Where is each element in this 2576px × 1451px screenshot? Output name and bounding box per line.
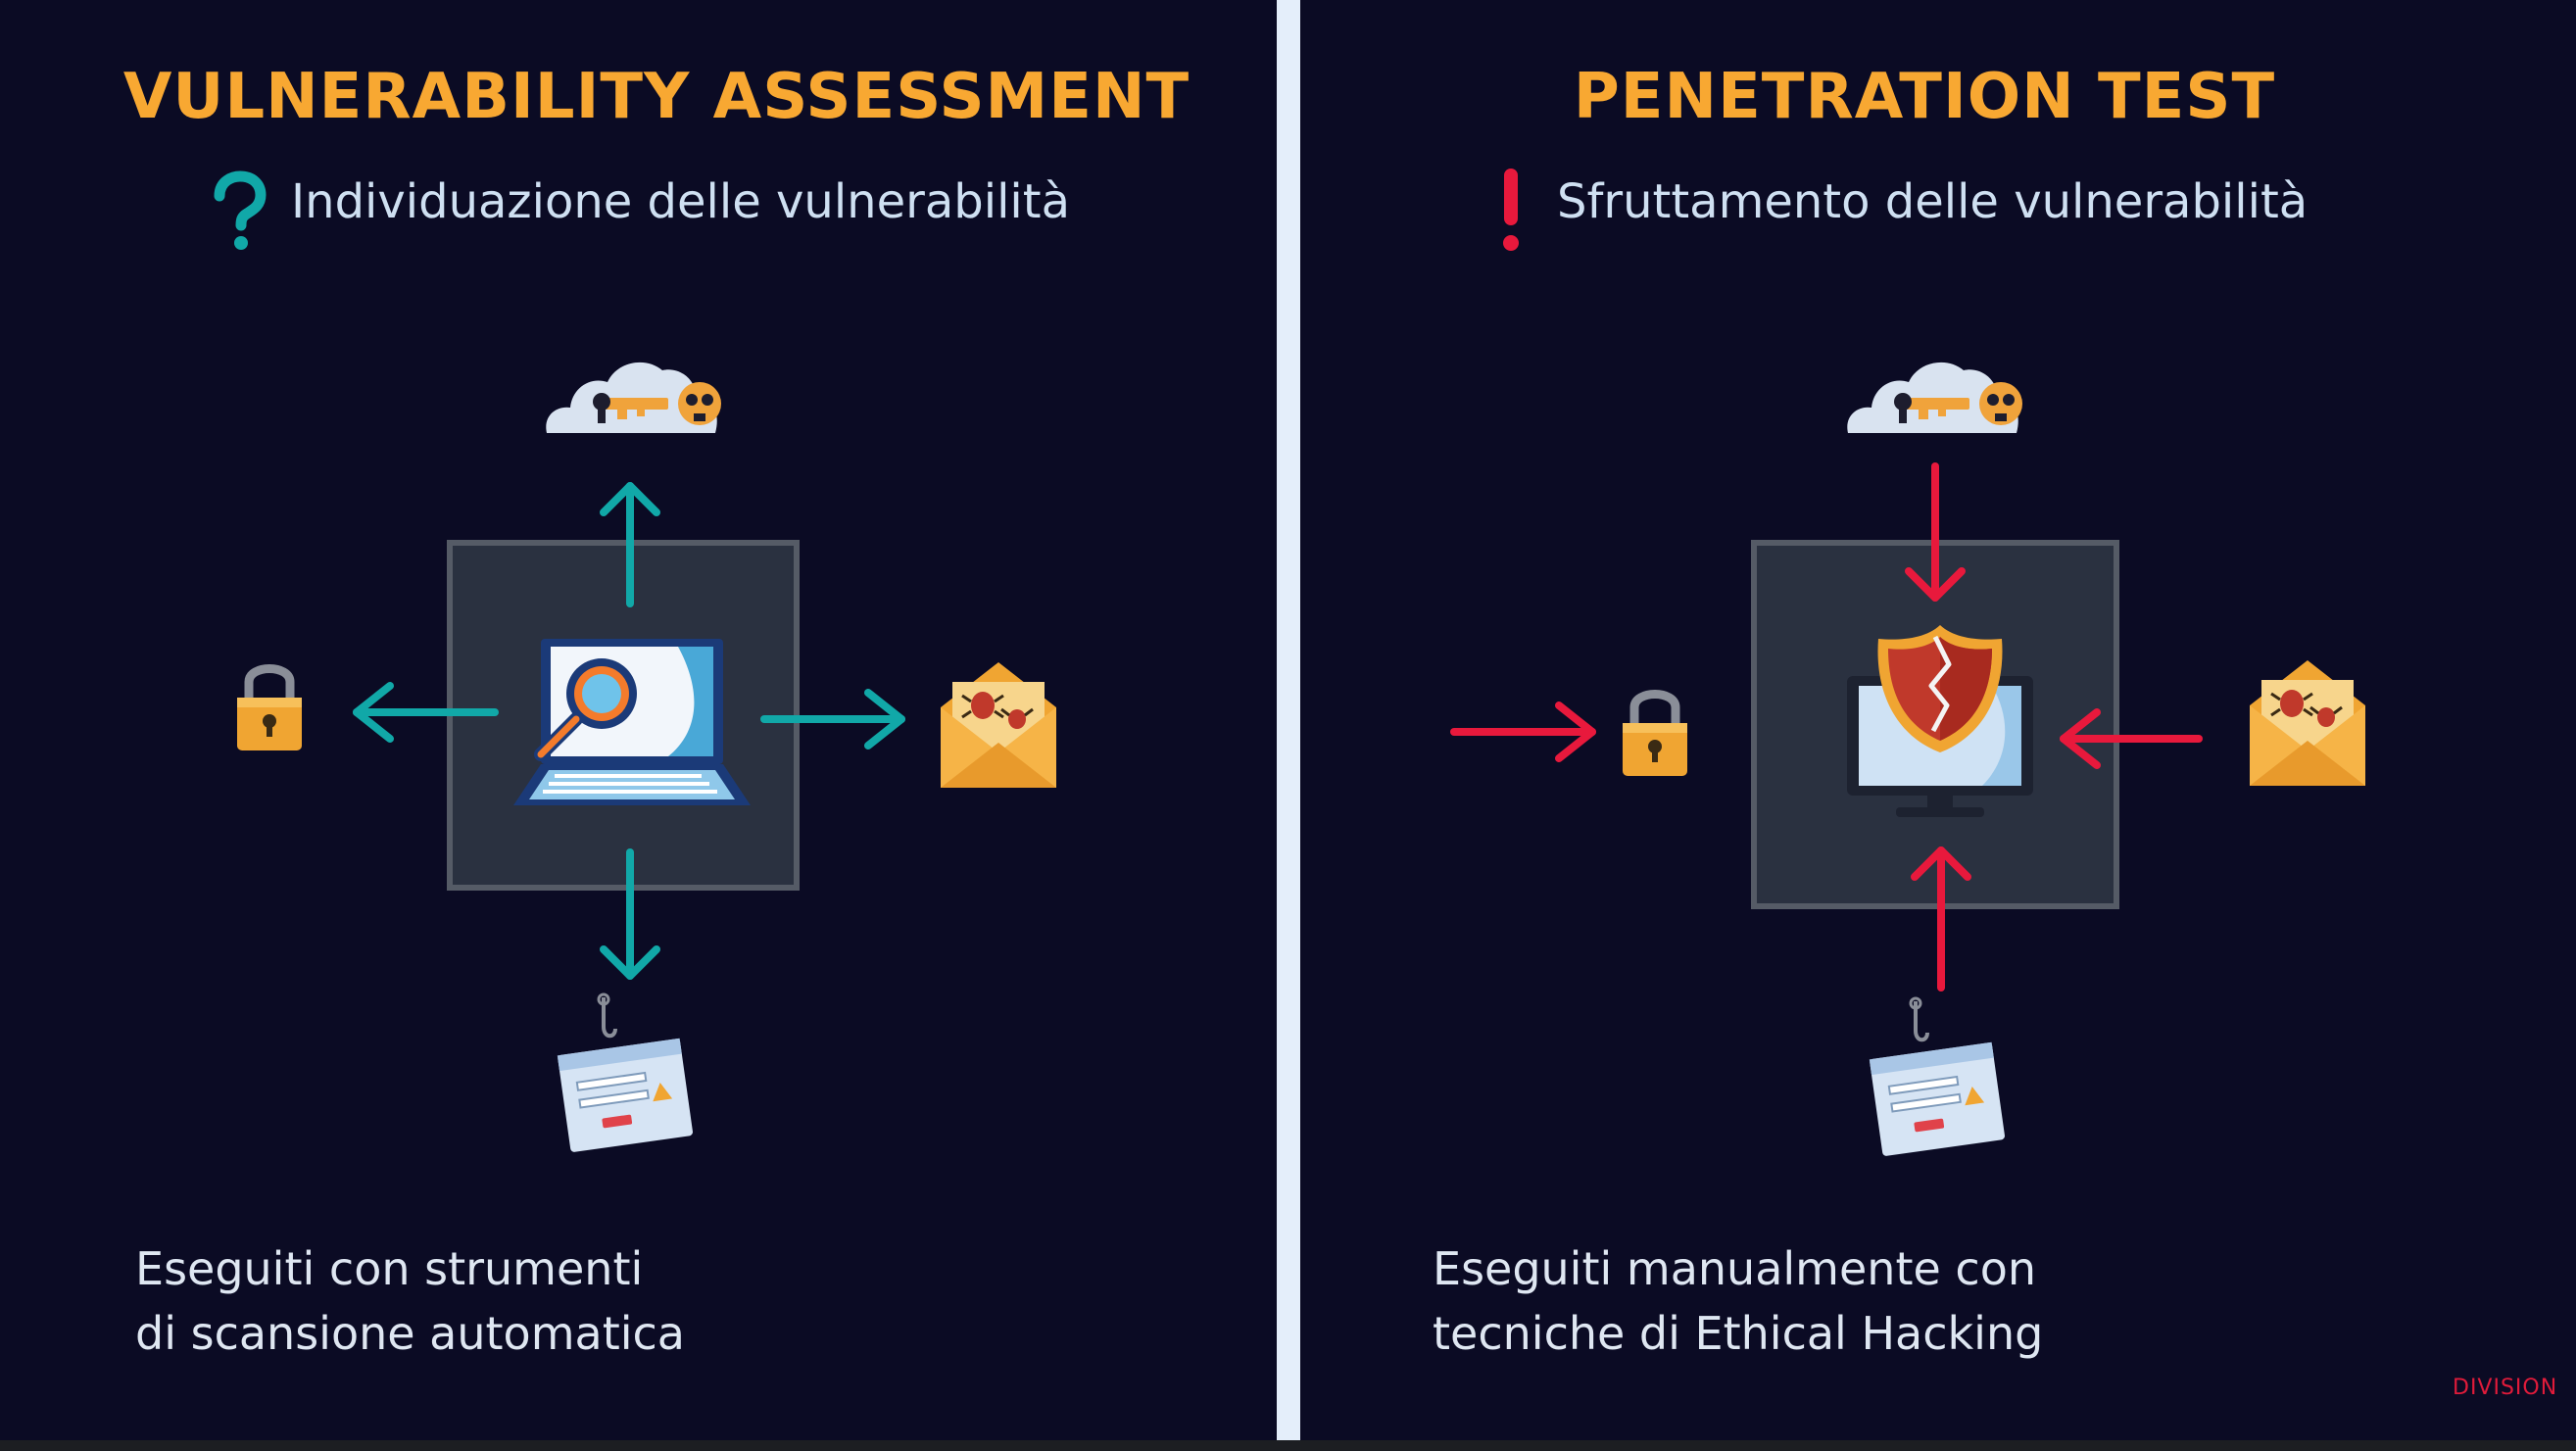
arrow-from-left	[1450, 701, 1596, 762]
va-arrows	[353, 482, 905, 980]
exclamation-mark-icon	[1503, 169, 1519, 251]
vulnerability-assessment-panel: VULNERABILITY ASSESSMENT Individuazione …	[0, 0, 1277, 1440]
arrow-from-right	[2060, 708, 2203, 769]
phishing-login-icon	[1869, 996, 2005, 1156]
va-description: Eseguiti con strumenti di scansione auto…	[135, 1236, 685, 1366]
va-subtitle: Individuazione delle vulnerabilità	[291, 174, 1070, 229]
phishing-login-icon	[557, 992, 693, 1152]
arrow-left	[353, 682, 499, 743]
laptop-magnifier-icon	[513, 639, 751, 805]
pt-arrows	[1450, 462, 2203, 992]
padlock-icon	[1623, 690, 1687, 776]
bug-envelope-icon	[941, 662, 1056, 788]
pt-description: Eseguiti manualmente con tecniche di Eth…	[1433, 1236, 2043, 1366]
arrow-right	[760, 689, 905, 750]
va-description-line-2: di scansione automatica	[135, 1307, 685, 1360]
va-title: VULNERABILITY ASSESSMENT	[122, 61, 1191, 133]
arrow-from-bottom	[1911, 846, 1971, 992]
arrow-up	[600, 482, 660, 607]
cloud-key-skull-icon	[1847, 362, 2022, 433]
arrow-from-top	[1905, 462, 1966, 602]
penetration-test-panel: PENETRATION TEST Sfruttamento delle vuln…	[1300, 0, 2576, 1440]
bug-envelope-icon	[2250, 660, 2365, 786]
cloud-key-skull-icon	[546, 362, 721, 433]
va-description-line-1: Eseguiti con strumenti	[135, 1242, 644, 1295]
monitor-broken-shield-icon	[1847, 625, 2033, 817]
question-mark-icon	[214, 170, 267, 250]
pt-description-line-2: tecniche di Ethical Hacking	[1433, 1307, 2044, 1360]
panel-divider	[1277, 0, 1300, 1440]
arrow-down	[600, 848, 660, 980]
pt-title: PENETRATION TEST	[1573, 61, 2276, 133]
padlock-icon	[237, 664, 302, 750]
pt-subtitle: Sfruttamento delle vulnerabilità	[1557, 174, 2309, 229]
division-logo: DIVISION	[2453, 1376, 2558, 1400]
pt-description-line-1: Eseguiti manualmente con	[1433, 1242, 2036, 1295]
bottom-strip	[0, 1440, 2576, 1451]
